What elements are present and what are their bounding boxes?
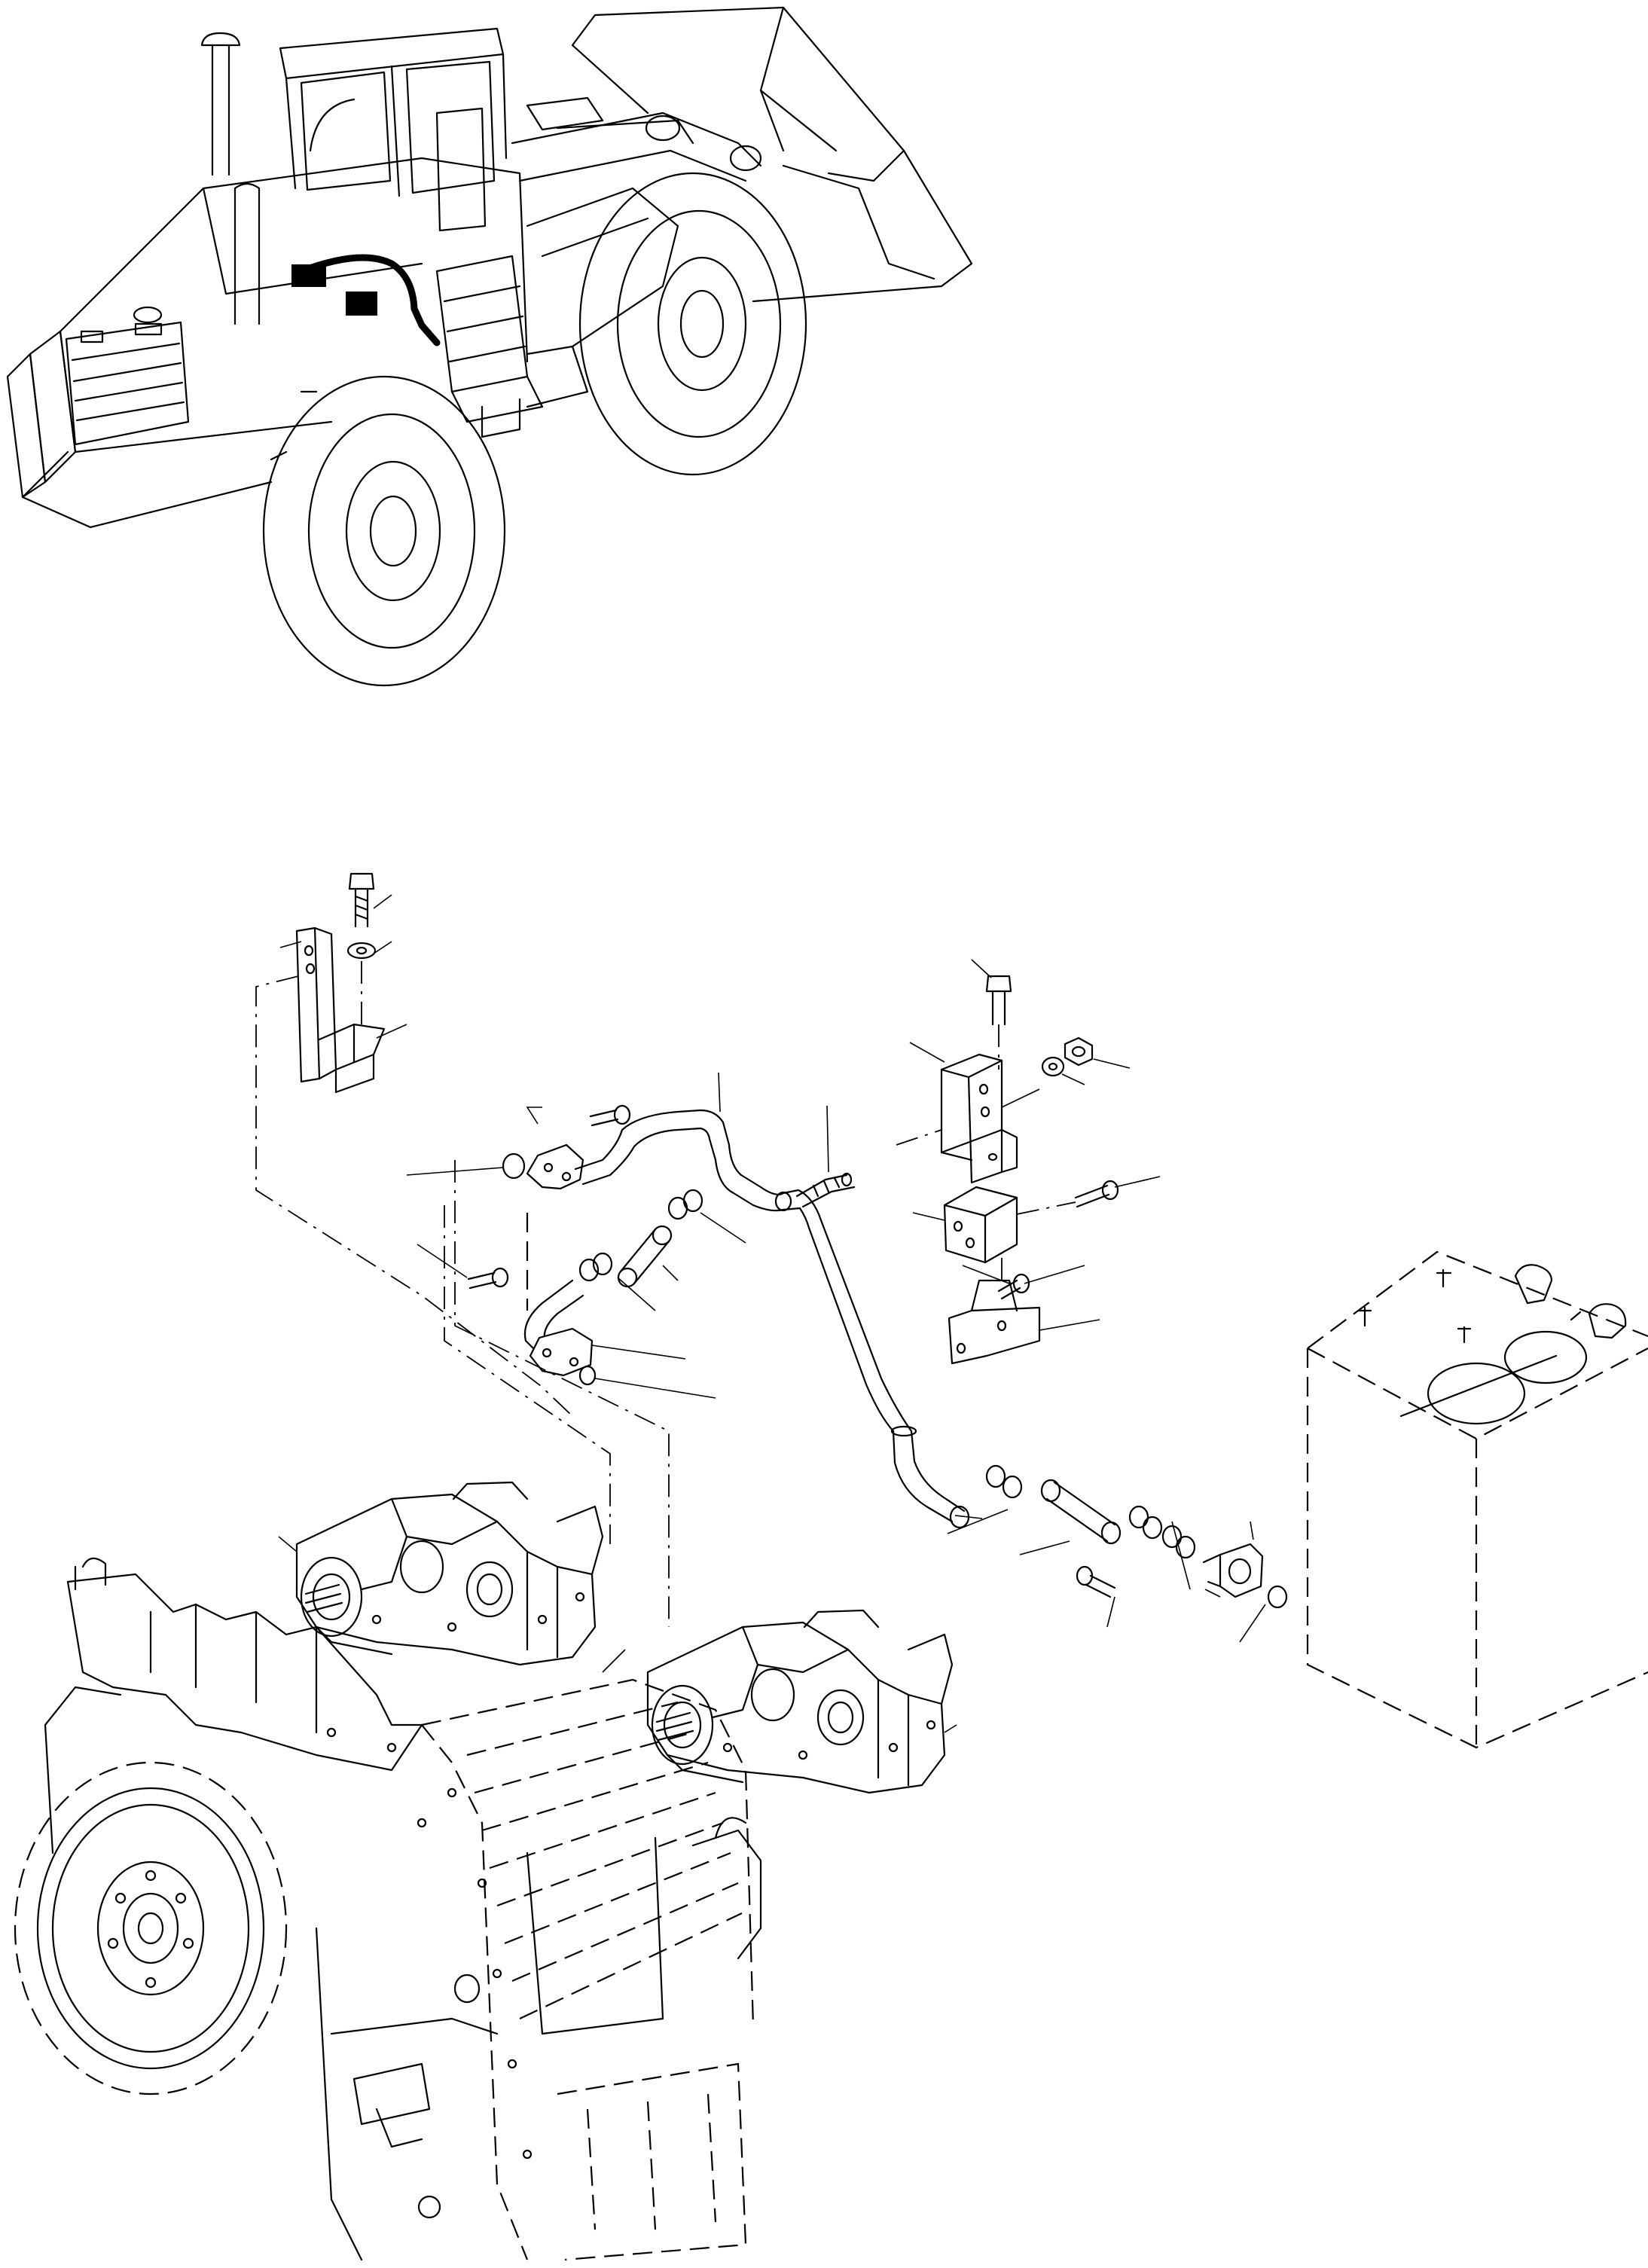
o-ring (578, 1365, 597, 1386)
bolt (467, 1267, 509, 1290)
mounting-bracket (295, 926, 386, 1094)
hydraulic-pump-front (295, 1481, 604, 1666)
bolt (589, 1104, 631, 1127)
assembly-leader-lines (255, 975, 670, 1627)
operator-cab (279, 27, 508, 232)
highlighted-suction-piping (291, 254, 441, 346)
suction-pipe (782, 1189, 970, 1529)
hose-clamp (1128, 1505, 1149, 1529)
pump-block-1 (291, 264, 326, 287)
exploded-piping-view (14, 872, 1648, 2261)
bolt (985, 975, 1012, 1026)
wheel-loader-locator-view (6, 6, 973, 687)
tank-flange (1076, 1521, 1288, 1643)
right-mounting-bracket-assembly (896, 959, 1131, 1184)
hydraulic-pump-rear (278, 1536, 957, 1794)
front-frame (526, 187, 679, 408)
front-wheel (578, 172, 807, 476)
hose-upper (617, 1225, 673, 1288)
u-bolt (795, 1105, 856, 1208)
side-panel-outline (435, 255, 544, 438)
transmission (14, 1557, 762, 2261)
radiator-grille (65, 306, 190, 446)
bolt (1076, 1565, 1116, 1598)
exhaust-stack (200, 32, 261, 325)
split-flange (529, 1327, 594, 1377)
hose-clamps-upper (578, 1189, 746, 1311)
washer (1041, 1056, 1065, 1077)
split-flange (526, 1143, 584, 1190)
pump-block-2 (346, 292, 377, 316)
engine-hood (6, 157, 529, 529)
o-ring (1267, 1585, 1288, 1609)
hex-nut (1064, 1036, 1094, 1067)
rear-wheel (262, 375, 506, 687)
lift-arms (511, 96, 762, 182)
hose-clamp (1161, 1525, 1183, 1549)
bolt (1074, 1180, 1119, 1208)
bolt (997, 1273, 1030, 1300)
support-bracket-lower (948, 1250, 1100, 1365)
clamp-bracket (912, 1176, 1161, 1284)
o-ring (502, 1152, 526, 1180)
ring-gear (14, 1761, 288, 2096)
hose-lower (947, 1464, 1196, 1590)
lower-elbow-assembly (417, 1244, 716, 1399)
hose-clamp (985, 1464, 1006, 1488)
upper-elbow-assembly (406, 1104, 631, 1311)
hose-clamp (1142, 1516, 1163, 1540)
left-mounting-bracket-assembly (279, 872, 407, 1094)
support-bracket-upper (940, 1053, 1018, 1184)
loader-bucket (571, 6, 973, 303)
elbow-pipe (574, 1072, 792, 1212)
hose-clamp (1002, 1475, 1023, 1499)
washer (346, 942, 377, 960)
bolt (348, 872, 375, 928)
hydraulic-tank (1306, 1250, 1648, 1749)
hose-clamp (1175, 1535, 1196, 1559)
